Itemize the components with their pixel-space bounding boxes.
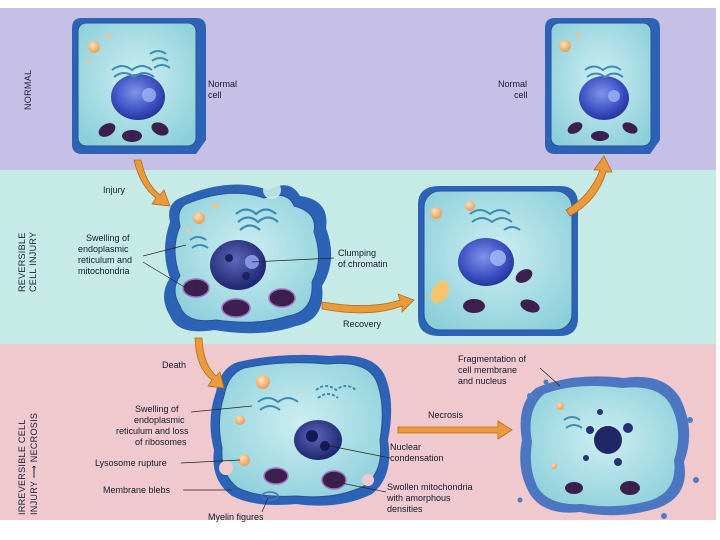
swelling-ribo-label-1: Swelling of <box>135 404 179 414</box>
normal-cell-right-label-1: Normal <box>498 79 527 89</box>
lysosome <box>88 41 100 53</box>
swelling-ribo-label-3: reticulum and loss <box>116 426 189 436</box>
recovery-arrow <box>321 293 415 314</box>
band-title-reversible-2: CELL INJURY <box>28 232 38 292</box>
swelling-er-label-1: Swelling of <box>86 233 130 243</box>
clumping-label-2: of chromatin <box>338 259 388 269</box>
normal-cell-right <box>545 18 660 154</box>
fragmentation-label-3: and nucleus <box>458 376 507 386</box>
swollen-mito-label-3: densities <box>387 504 423 514</box>
clumping-label-1: Clumping <box>338 248 376 258</box>
nucleus <box>111 74 165 120</box>
recovering-cell <box>418 186 578 336</box>
nuclear-label-2: condensation <box>390 453 444 463</box>
swelling-ribo-label-2: endoplasmic <box>134 415 185 425</box>
normal-cell-left <box>72 18 206 154</box>
return-normal-arrow <box>565 155 613 217</box>
mitochondrion <box>98 123 116 137</box>
swollen-cell <box>164 181 332 334</box>
swollen-mito-label-1: Swollen mitochondria <box>387 482 473 492</box>
swelling-er-label-2: endoplasmic <box>78 244 129 254</box>
lysosome-rupture-label: Lysosome rupture <box>95 458 167 468</box>
swelling-er-label-3: reticulum and <box>78 255 132 265</box>
band-title-normal: NORMAL <box>23 70 33 110</box>
normal-cell-right-label-2: cell <box>514 90 528 100</box>
fragmentation-label-1: Fragmentation of <box>458 354 527 364</box>
nuclear-label-1: Nuclear <box>390 442 421 452</box>
normal-cell-left-label-2: cell <box>208 90 222 100</box>
band-title-irreversible-1: IRREVERSIBLE CELL <box>17 419 27 515</box>
death-label: Death <box>162 360 186 370</box>
swelling-ribo-label-4: of ribosomes <box>135 437 187 447</box>
necrosis-arrow <box>397 420 513 440</box>
recovery-label: Recovery <box>343 319 382 329</box>
injury-arrow <box>133 159 171 207</box>
swollen-mito-label-2: with amorphous <box>386 493 451 503</box>
band-title-reversible-1: REVERSIBLE <box>17 232 27 292</box>
fragmentation-label-2: cell membrane <box>458 365 517 375</box>
leader-lines <box>142 244 561 513</box>
normal-cell-left-label-1: Normal <box>208 79 237 89</box>
necrotic-cell <box>210 354 392 506</box>
reversible-band <box>0 170 716 344</box>
myelin-label: Myelin figures <box>208 512 264 522</box>
fragmented-cell <box>517 376 699 519</box>
necrosis-label: Necrosis <box>428 410 464 420</box>
death-arrow <box>194 337 225 389</box>
band-title-irreversible-2: INJURY ⟶ NECROSIS <box>29 413 39 515</box>
injury-label: Injury <box>103 185 126 195</box>
membrane-blebs-label: Membrane blebs <box>103 485 171 495</box>
swelling-er-label-4: mitochondria <box>78 266 130 276</box>
